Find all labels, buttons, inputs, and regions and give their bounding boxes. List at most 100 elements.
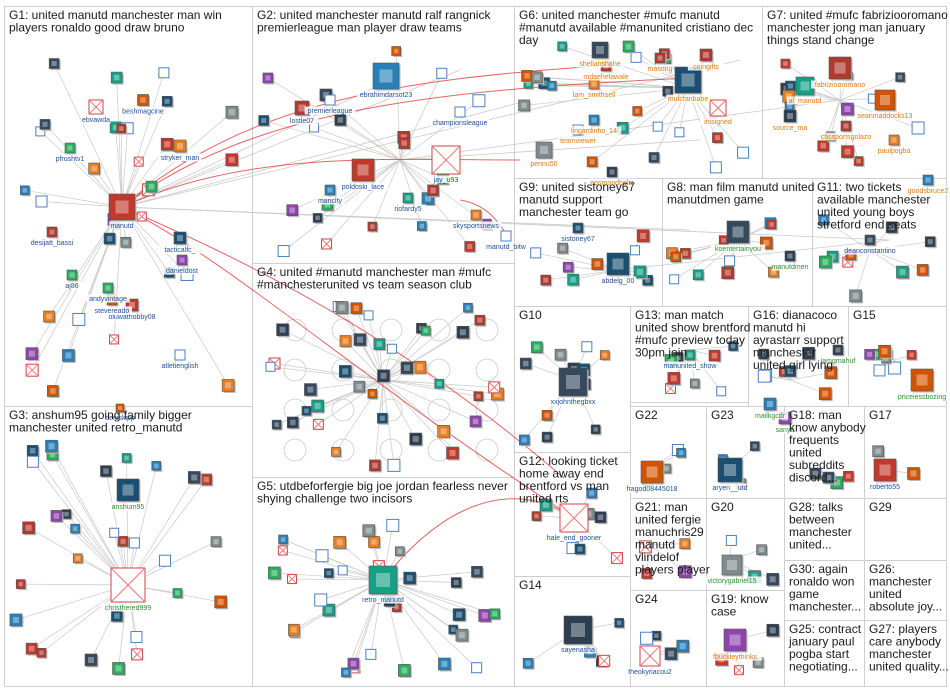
node-g3-70[interactable] [111, 610, 124, 623]
node-g5-145[interactable] [278, 534, 290, 546]
node-ebvawda[interactable] [88, 99, 104, 115]
node-g3-84[interactable] [112, 662, 127, 676]
node-g9-213[interactable] [633, 265, 648, 280]
node-g7-195[interactable] [841, 145, 856, 160]
node-g9-211[interactable] [636, 229, 651, 244]
node-g1-10[interactable] [48, 58, 61, 71]
node-g5-153[interactable] [341, 667, 352, 679]
node-g4-100[interactable] [304, 383, 318, 398]
node-g12-249[interactable] [594, 511, 608, 525]
node-g3-64[interactable] [187, 471, 202, 485]
node-g6-180[interactable] [531, 71, 544, 85]
node-xxjohnthegbxx[interactable] [558, 367, 589, 398]
node-g10-220[interactable] [554, 348, 568, 362]
node-g3-62[interactable] [22, 521, 37, 536]
node-g3-80[interactable] [128, 537, 140, 549]
node-g20-294[interactable] [756, 544, 769, 557]
node-g4-110[interactable] [473, 391, 485, 403]
node-g8-199[interactable] [692, 269, 705, 282]
node-g4-115[interactable] [271, 419, 283, 431]
node-g5-152[interactable] [268, 566, 282, 581]
node-g10-229[interactable] [590, 424, 602, 436]
node-g9-210[interactable] [642, 274, 655, 287]
node-sayenasha[interactable] [563, 615, 594, 646]
node-g5-146[interactable] [347, 657, 361, 671]
node-g3-60[interactable] [121, 453, 133, 464]
node-g3-85[interactable] [210, 536, 223, 549]
node-g14-260[interactable] [598, 654, 611, 667]
node-g1-13[interactable] [225, 105, 240, 120]
node-sistoney67[interactable] [572, 222, 585, 235]
node-manutd[interactable] [108, 193, 137, 222]
node-paulpogba[interactable] [888, 134, 901, 147]
node-g3-83[interactable] [214, 595, 229, 610]
node-g12-245[interactable] [574, 543, 587, 556]
node-g3-81[interactable] [36, 647, 48, 659]
node-g7-190[interactable] [911, 121, 925, 135]
node-ebrahimdarsot23[interactable] [372, 62, 401, 91]
node-g11-235[interactable] [885, 221, 899, 235]
node-g10-230[interactable] [581, 341, 593, 353]
node-source-ma[interactable] [783, 109, 798, 124]
node-g1-21[interactable] [25, 363, 39, 377]
node-g6-162[interactable] [518, 99, 532, 113]
node-g6-177[interactable] [674, 127, 685, 138]
node-g5-136[interactable] [322, 603, 337, 618]
node-atletienglish[interactable] [174, 349, 186, 361]
node-g3-82[interactable] [158, 554, 171, 567]
node-g11-240[interactable] [924, 236, 937, 249]
node-g3-58[interactable] [130, 631, 143, 644]
node-g1-16[interactable] [47, 385, 60, 398]
node-g8-206[interactable] [724, 255, 736, 267]
node-danieldost[interactable] [176, 254, 189, 267]
node-deniskipp[interactable] [115, 403, 126, 414]
node-g4-86[interactable] [377, 412, 389, 425]
node-g1-3[interactable] [25, 347, 40, 362]
node-g1-15[interactable] [160, 137, 175, 152]
node-g1-32[interactable] [109, 334, 120, 345]
node-g6-167[interactable] [737, 146, 750, 159]
node-g19-288[interactable] [734, 665, 745, 676]
node-g5-155[interactable] [386, 518, 400, 532]
node-g3-77[interactable] [15, 579, 27, 591]
node-g19-290[interactable] [766, 623, 781, 638]
node-g3-71[interactable] [84, 653, 99, 668]
node-g3-73[interactable] [70, 523, 82, 535]
node-cbssportsgolazo[interactable] [840, 120, 853, 133]
node-g4-120[interactable] [286, 416, 300, 430]
node-g1-5[interactable] [72, 312, 86, 326]
node-g5-129[interactable] [277, 545, 288, 556]
node-eosmondholtz[interactable] [606, 166, 619, 179]
node-g1-0[interactable] [120, 236, 133, 249]
node-g6-170[interactable] [712, 132, 724, 145]
node-g5-128[interactable] [450, 577, 463, 590]
node-g4-89[interactable] [409, 432, 424, 447]
node-g2-50[interactable] [286, 204, 300, 218]
node-manunited-show[interactable] [684, 349, 697, 362]
node-g16-278[interactable] [802, 347, 817, 361]
node-g2-49[interactable] [398, 137, 412, 151]
node-g21-299[interactable] [678, 565, 693, 580]
node-g4-121[interactable] [463, 302, 474, 314]
node-g18-285[interactable] [809, 467, 823, 481]
node-g1-11[interactable] [221, 379, 236, 393]
node-g10-222[interactable] [519, 434, 531, 447]
node-g8-208[interactable] [721, 266, 736, 281]
node-g8-205[interactable] [670, 251, 683, 264]
node-g10-225[interactable] [541, 410, 554, 422]
node-stryker-man[interactable] [173, 139, 188, 154]
node-g1-8[interactable] [161, 95, 174, 108]
node-g6-179[interactable] [547, 80, 558, 92]
node-desijatt-bassi[interactable] [46, 226, 59, 239]
node-goodsbruce2[interactable] [922, 174, 935, 187]
node-g2-51[interactable] [472, 94, 486, 108]
node-g2-44[interactable] [321, 238, 333, 250]
node-g5-154[interactable] [452, 608, 467, 623]
node-g2-37[interactable] [464, 241, 477, 253]
node-g5-147[interactable] [438, 657, 452, 672]
node-g4-112[interactable] [373, 338, 387, 352]
node-coingifts[interactable] [699, 48, 714, 63]
node-g4-104[interactable] [301, 406, 313, 417]
node-g2-47[interactable] [277, 245, 290, 258]
node-g4-102[interactable] [488, 381, 501, 394]
